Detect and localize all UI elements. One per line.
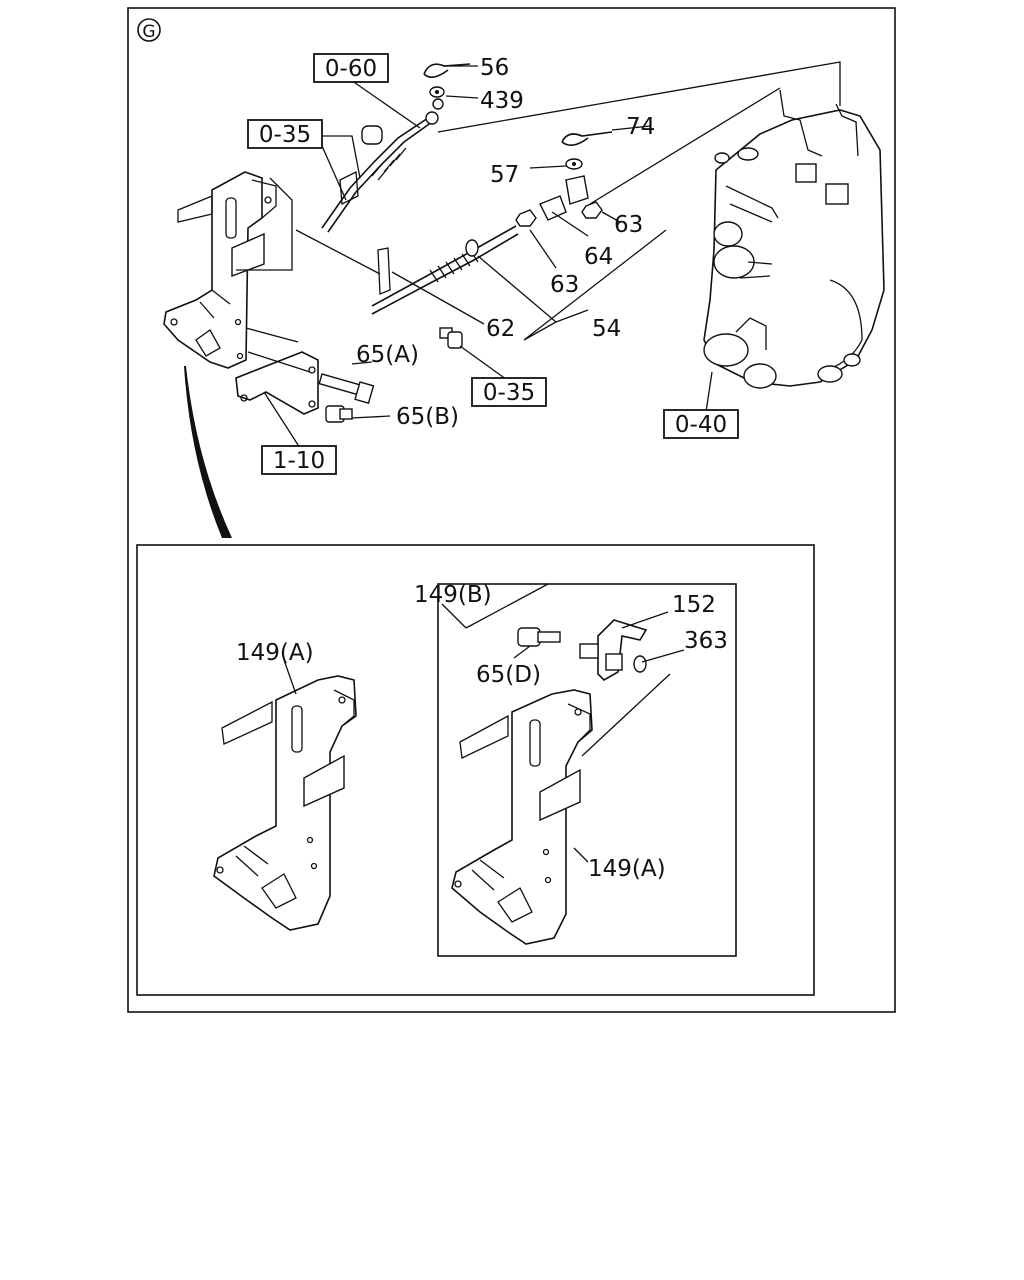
- clip-56: [423, 63, 471, 78]
- callout-149a-left: 149(A): [236, 640, 314, 666]
- top-cable: [321, 98, 444, 233]
- callout-62: 62: [486, 316, 515, 342]
- ref-box-0-60[interactable]: 0-60: [313, 53, 389, 83]
- callout-57: 57: [490, 162, 519, 188]
- svg-text:0-60: 0-60: [325, 56, 377, 82]
- section-marker: G: [137, 18, 161, 42]
- diagram-frame: [127, 7, 896, 1013]
- svg-text:0-40: 0-40: [675, 412, 727, 438]
- callout-149a-right: 149(A): [588, 856, 666, 882]
- callout-64: 64: [584, 244, 613, 270]
- washer-57: [565, 158, 583, 170]
- inset-bracket-left: [213, 675, 357, 931]
- bolt-65b: [325, 405, 353, 423]
- bracket-main: [163, 171, 277, 369]
- callout-63-right: 63: [614, 212, 643, 238]
- section-marker-letter: G: [142, 22, 155, 42]
- detail-pointer: [184, 366, 232, 538]
- ref-box-0-35-top[interactable]: 0-35: [247, 119, 323, 149]
- block-64: [539, 175, 589, 221]
- cable-54: [371, 225, 519, 315]
- injection-pump: [703, 89, 885, 389]
- callout-65d: 65(D): [476, 662, 541, 688]
- svg-text:0-35: 0-35: [483, 380, 535, 406]
- inset-bracket-right: [451, 689, 593, 945]
- ref-box-1-10[interactable]: 1-10: [261, 445, 337, 475]
- washer-439: [429, 86, 445, 98]
- nut-63: [515, 201, 603, 227]
- svg-text:0-35: 0-35: [259, 122, 311, 148]
- bolt-65d: [517, 627, 561, 647]
- callout-56: 56: [480, 55, 509, 81]
- leader-lines-main: [236, 61, 841, 449]
- callout-152: 152: [672, 592, 716, 618]
- leader-lines-inset: [283, 583, 685, 863]
- callout-149b: 149(B): [414, 582, 492, 608]
- bolt-65a: [318, 373, 375, 405]
- plate-152: [579, 619, 648, 681]
- bolt-0-35-mid: [439, 327, 463, 349]
- clip-74: [561, 131, 613, 146]
- callout-363: 363: [684, 628, 728, 654]
- ref-box-0-40[interactable]: 0-40: [663, 409, 739, 439]
- callout-63-left: 63: [550, 272, 579, 298]
- callout-74: 74: [626, 114, 655, 140]
- inset-subframe: [437, 583, 737, 957]
- ref-box-0-35-mid[interactable]: 0-35: [471, 377, 547, 407]
- inset-frame: [136, 544, 815, 996]
- callout-65a: 65(A): [356, 342, 419, 368]
- callout-439: 439: [480, 88, 524, 114]
- callout-54: 54: [592, 316, 621, 342]
- svg-text:1-10: 1-10: [273, 448, 325, 474]
- callout-65b: 65(B): [396, 404, 459, 430]
